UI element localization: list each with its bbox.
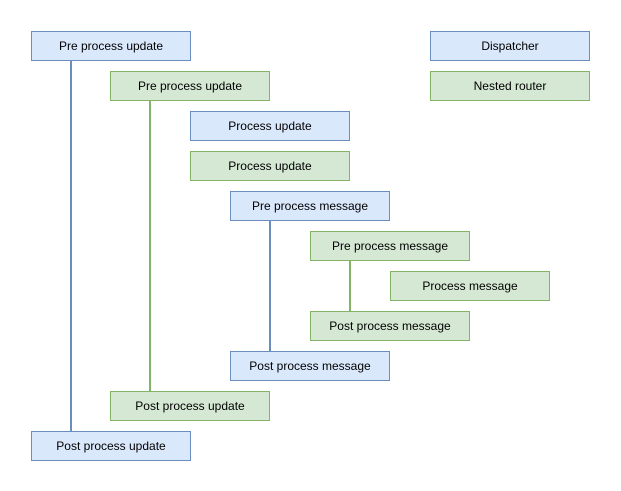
node-post-process-message-dispatcher: Post process message [230,351,390,381]
legend-nested-router: Nested router [430,71,590,101]
node-post-process-update-router: Post process update [110,391,270,421]
node-process-update-dispatcher: Process update [190,111,350,141]
connector-dispatcher-update [70,61,72,431]
node-pre-process-message-dispatcher: Pre process message [230,191,390,221]
node-pre-process-message-router: Pre process message [310,231,470,261]
node-post-process-update-dispatcher: Post process update [31,431,191,461]
connector-dispatcher-message [269,221,271,351]
node-pre-process-update-router: Pre process update [110,71,270,101]
legend-dispatcher: Dispatcher [430,31,590,61]
node-post-process-message-router: Post process message [310,311,470,341]
node-process-update-router: Process update [190,151,350,181]
node-pre-process-update-dispatcher: Pre process update [31,31,191,61]
connector-router-message [349,261,351,311]
node-process-message-router: Process message [390,271,550,301]
connector-router-update [149,101,151,391]
